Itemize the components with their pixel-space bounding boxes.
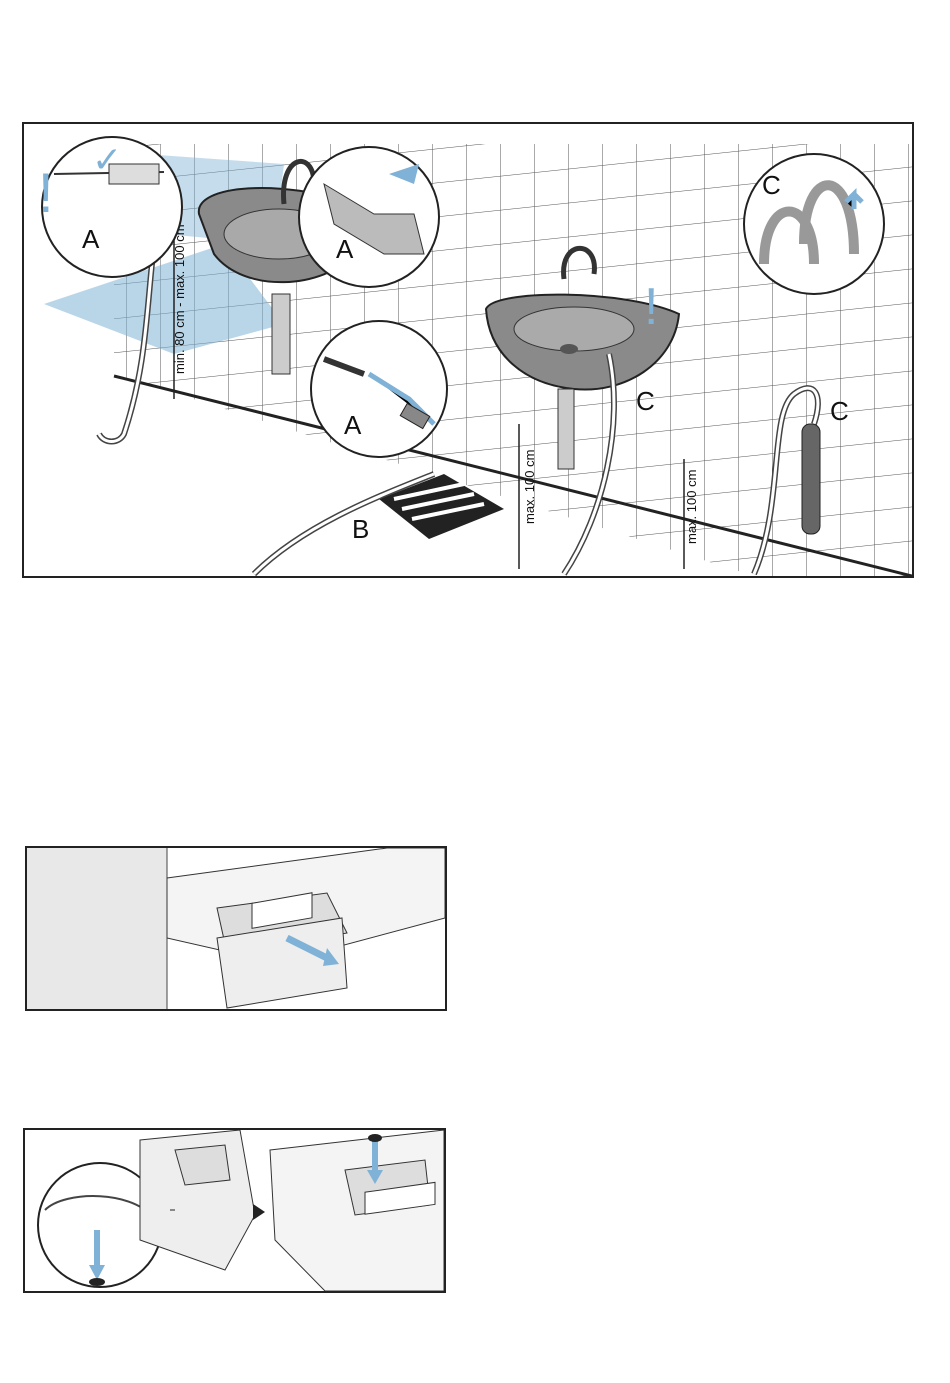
floor-drain: B <box>254 474 504 574</box>
drawer-insert-illustration <box>25 1130 444 1291</box>
zoom-circle-hose-bend: C <box>744 154 884 294</box>
callout-a-inlet: A <box>336 234 354 264</box>
installation-figure: min. 80 cm - max. 100 cm ! ✓ A A A <box>22 122 914 578</box>
detergent-drawer-figure <box>25 846 447 1011</box>
exclamation-sink-icon: ! <box>644 278 658 336</box>
dimension-max-sink: max. 100 cm <box>522 450 537 524</box>
callout-b-floor-drain: B <box>352 514 369 544</box>
zoom-circle-hose-connector: A <box>311 321 447 457</box>
zoom-circle-tap: ! ✓ A <box>38 137 182 277</box>
callout-a-hose: A <box>344 410 362 440</box>
zoom-circle-inlet: A <box>299 147 439 287</box>
callout-a-top-left: A <box>82 224 100 254</box>
exclamation-left-icon: ! <box>38 161 54 224</box>
dimension-height-range: min. 80 cm - max. 100 cm <box>172 224 187 374</box>
callout-c-standpipe: C <box>830 396 849 426</box>
callout-c-sink: C <box>636 386 655 416</box>
detergent-drawer-illustration <box>27 848 445 1009</box>
installation-illustration: min. 80 cm - max. 100 cm ! ✓ A A A <box>24 124 912 576</box>
drawer-insert-figure <box>23 1128 446 1293</box>
callout-c-top-zoom: C <box>762 170 781 200</box>
dimension-max-standpipe: max. 100 cm <box>684 470 699 544</box>
